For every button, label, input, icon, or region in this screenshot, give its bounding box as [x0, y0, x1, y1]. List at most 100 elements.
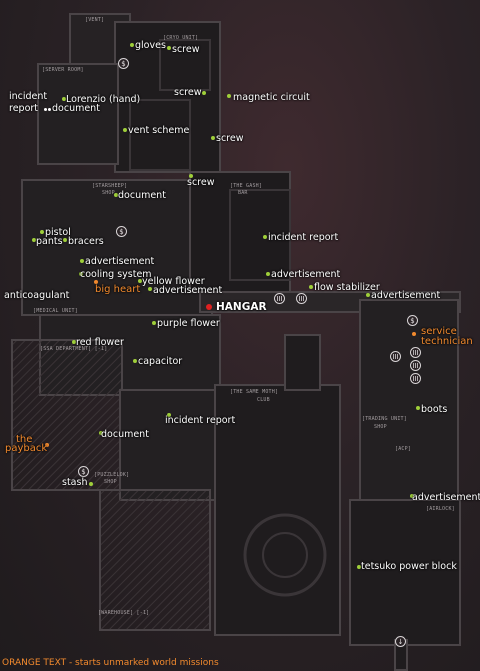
label-magnetic-circuit: magnetic circuit — [233, 92, 310, 103]
item-dot — [44, 108, 47, 111]
label-incident-report: incident report — [268, 232, 339, 243]
item-dot — [263, 235, 267, 239]
label-cooling-system: cooling system — [80, 269, 152, 280]
item-dot — [130, 43, 134, 47]
item-dot — [211, 136, 215, 140]
label-red-flower: red flower — [76, 337, 124, 348]
item-dot — [72, 340, 76, 344]
legend-orange-text: ORANGE TEXT — [2, 658, 67, 668]
legend-footer: ORANGE TEXT - starts unmarked world miss… — [2, 658, 219, 668]
bars-icon: III — [296, 293, 307, 304]
item-dot — [189, 174, 193, 178]
label-flow-stabilizer: flow stabilizer — [314, 282, 380, 293]
item-dot — [89, 482, 93, 486]
item-dot — [80, 259, 84, 263]
item-dot — [266, 272, 270, 276]
bars-icon: III — [410, 347, 421, 358]
room-cryo: [CRYO UNIT] — [163, 35, 199, 41]
label-service-technician: service — [421, 326, 457, 337]
label-big-heart: big heart — [95, 284, 141, 295]
item-dot — [167, 46, 171, 50]
room-trading: [TRADING UNIT] — [362, 416, 407, 422]
bars-icon: III — [410, 360, 421, 371]
label-the-payback: the — [16, 434, 33, 445]
label-capacitor: capacitor — [138, 356, 183, 367]
label-pistol: pistol — [45, 227, 71, 238]
label-screw: screw — [187, 177, 215, 188]
room-starsheep-sub: SHOP — [102, 190, 115, 196]
item-dot — [410, 494, 414, 498]
label-yellow-flower: yellow flower — [142, 276, 205, 287]
room-vent: [VENT] — [85, 17, 105, 23]
item-dot — [227, 94, 231, 98]
label-document: document — [101, 429, 149, 440]
mission-dot — [94, 280, 98, 284]
mission-dot — [412, 332, 416, 336]
item-dot — [366, 293, 370, 297]
label-vent-scheme: vent scheme — [128, 125, 190, 136]
arrow-down-icon: ↓ — [395, 636, 406, 647]
room-airlock: [AIRLOCK] — [426, 506, 455, 512]
dollar-icon: $ — [116, 226, 127, 237]
room-server: [SERVER ROOM] — [42, 67, 84, 73]
label-advertisement: advertisement — [85, 256, 155, 267]
room-club: CLUB — [257, 397, 270, 403]
room-same-moth: [THE SAME MOTH] — [230, 389, 279, 395]
label-boots: boots — [421, 404, 448, 415]
label-pants: pants — [36, 236, 63, 247]
item-dot — [40, 230, 44, 234]
item-dot — [123, 128, 127, 132]
item-dot — [138, 279, 142, 283]
item-dot — [63, 238, 67, 242]
room-trading-sub: SHOP — [374, 424, 387, 430]
room-acp: [ACP] — [395, 446, 412, 452]
label-service-technician: technician — [421, 336, 473, 347]
legend-description: - starts unmarked world missions — [66, 658, 219, 668]
label-document: document — [52, 103, 100, 114]
label-screw: screw — [216, 133, 244, 144]
label-incident-report: incident report — [165, 415, 236, 426]
label-hangar: HANGAR — [216, 301, 267, 313]
item-dot — [79, 272, 83, 276]
item-dot — [133, 359, 137, 363]
label-advertisement: advertisement — [271, 269, 341, 280]
bars-icon: III — [390, 351, 401, 362]
label-stash: stash — [62, 477, 88, 488]
item-dot — [416, 406, 420, 410]
label-incident-report: report — [9, 103, 39, 114]
item-dot — [148, 287, 152, 291]
room-gash-sub: BAR — [238, 190, 248, 196]
room-medical: [MEDICAL UNIT] — [33, 308, 78, 314]
item-dot — [32, 238, 36, 242]
item-dot — [114, 193, 118, 197]
label-gloves: gloves — [135, 40, 166, 51]
hangar-marker — [206, 304, 212, 310]
item-dot — [309, 285, 313, 289]
label-purple-flower: purple flower — [157, 318, 220, 329]
item-dot — [357, 565, 361, 569]
label-advertisement: advertisement — [153, 285, 223, 296]
room-starsheep: [STARSHEEP] — [92, 183, 128, 189]
room-warehouse: [WAREHOUSE] [-1] — [98, 610, 150, 616]
room-puzzle-sub: SHOP — [104, 479, 117, 485]
label-document: document — [118, 190, 166, 201]
label-lorenzio-hand: Lorenzio (hand) — [66, 94, 141, 105]
room-ssa: [SSA DEPARTMENT] [-1] — [40, 346, 108, 352]
label-tetsuko-power-block: tetsuko power block — [361, 561, 457, 572]
item-dot — [152, 321, 156, 325]
dollar-icon: $ — [118, 58, 129, 69]
label-screw: screw — [172, 44, 200, 55]
label-anticoagulant: anticoagulant — [4, 290, 70, 301]
item-dot — [167, 413, 171, 417]
mission-dot — [45, 443, 49, 447]
bars-icon: III — [274, 293, 285, 304]
label-the-payback: payback — [5, 443, 48, 454]
label-incident-report: incident — [9, 91, 48, 102]
item-dot — [202, 91, 206, 95]
item-dot — [48, 108, 51, 111]
item-dot — [62, 97, 66, 101]
item-dot — [99, 431, 103, 435]
dollar-icon: $ — [407, 315, 418, 326]
label-advertisement: advertisement — [371, 290, 441, 301]
